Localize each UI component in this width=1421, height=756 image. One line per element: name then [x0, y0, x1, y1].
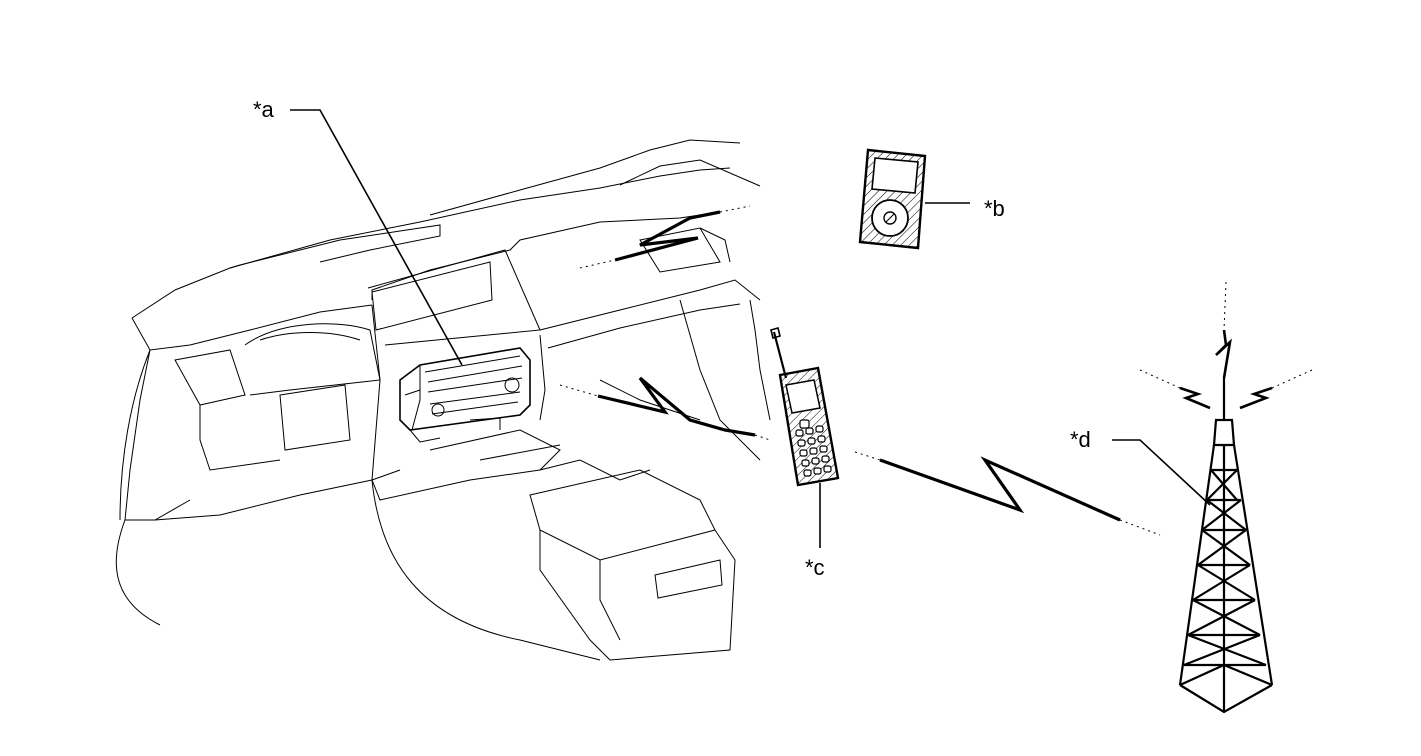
windshield-line [429, 139, 741, 216]
vehicle-interior [115, 139, 771, 661]
wireless-signal-phone-unit [559, 376, 771, 441]
center-display-bezel [367, 249, 541, 346]
audio-head-unit [399, 347, 531, 443]
knee-panel [279, 384, 351, 451]
hood-line [229, 224, 441, 269]
dash-contour-upper [131, 304, 373, 351]
callout-label-a: *a [253, 97, 275, 122]
cell-tower-icon [1178, 378, 1274, 714]
leader-d [1112, 439, 1211, 506]
wireless-signal-phone-tower [854, 451, 1161, 536]
center-stack [371, 304, 401, 481]
left-cluster [174, 349, 246, 406]
callout-label-d: *d [1070, 427, 1091, 452]
passenger-dash [539, 279, 761, 331]
windshield-line-2 [619, 159, 761, 187]
callout-label-c: *c [805, 555, 825, 580]
right-vent [639, 227, 721, 273]
center-display [371, 261, 493, 331]
callout-label-b: *b [984, 196, 1005, 221]
dashboard-top-outline [131, 167, 731, 319]
leader-a [290, 109, 463, 366]
phone-keypad [795, 419, 832, 477]
portable-player-icon [858, 148, 927, 250]
callout-leaders [290, 109, 1211, 548]
dash-contour-mid [371, 211, 721, 300]
door-line [115, 519, 161, 626]
tower-broadcast-signals [1139, 281, 1313, 410]
armrest [529, 469, 716, 561]
wireless-signal-player [579, 205, 751, 269]
cell-phone-icon [770, 327, 840, 487]
center-console [371, 459, 651, 501]
